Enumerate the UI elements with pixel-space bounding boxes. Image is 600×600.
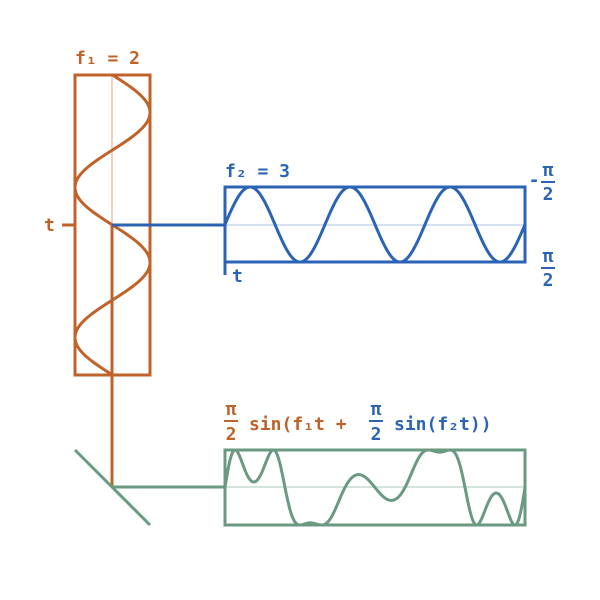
oscillator-2: t f₂ = 3 - π 2 π 2 (112, 160, 555, 291)
formula-part2: sin(f₂t)) (394, 414, 492, 435)
formula-coef1-numerator: π (226, 399, 237, 420)
formula-part1: sin(f₁t + (249, 414, 347, 435)
oscillator-2-wave (223, 185, 527, 264)
time-label-2: t (232, 266, 243, 287)
formula-coef2-denominator: 2 (371, 424, 382, 445)
time-label-1: t (44, 215, 55, 236)
range-top-numerator: π (543, 160, 554, 181)
range-bottom-denominator: 2 (543, 270, 554, 291)
range-bottom-fraction: π 2 (541, 246, 555, 291)
output-formula: π 2 sin(f₁t + π 2 sin(f₂t)) (224, 399, 492, 445)
oscillator-2-frame (223, 185, 527, 264)
range-bottom-numerator: π (543, 246, 554, 267)
formula-coef2-numerator: π (371, 399, 382, 420)
formula-coef1-denominator: 2 (226, 424, 237, 445)
range-top-denominator: 2 (543, 184, 554, 205)
output-frame (223, 448, 527, 527)
oscillator-1-label: f₁ = 2 (75, 48, 140, 69)
oscillator-1: f₁ = 2 t (44, 48, 152, 377)
output-signal (223, 448, 527, 527)
oscillator-2-label: f₂ = 3 (225, 161, 290, 182)
range-top-sign: - (529, 170, 540, 191)
range-top-fraction: - π 2 (529, 160, 555, 205)
